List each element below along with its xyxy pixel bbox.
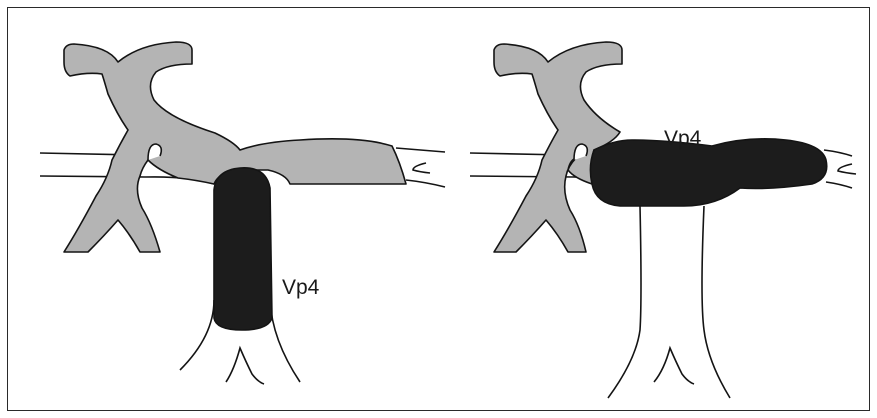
left-vessel-outline-right-lower	[406, 180, 445, 187]
right-vessel-outline-right-upper	[824, 150, 852, 156]
left-vp4-label: Vp4	[282, 276, 320, 299]
left-trunk-wall-left	[180, 300, 214, 370]
right-trunk-wall-left	[608, 206, 641, 398]
right-vessel-outline-right-lower	[826, 182, 852, 188]
left-panel: Vp4	[40, 42, 445, 384]
right-vp4-label: Vp4	[664, 127, 702, 150]
right-vessel-tip-hook	[838, 164, 856, 174]
left-trunk-wall-right	[270, 300, 300, 382]
right-trunk-inner-fork	[654, 348, 694, 384]
right-vp4-segment	[590, 139, 826, 206]
right-panel: Vp4	[470, 42, 856, 398]
left-trunk-inner-fork	[226, 348, 264, 384]
left-vessel-outline-right-upper	[396, 148, 445, 152]
right-trunk-wall-right	[702, 206, 730, 398]
left-vp4-segment	[214, 168, 272, 330]
left-vessel-tip-hook	[413, 163, 430, 173]
